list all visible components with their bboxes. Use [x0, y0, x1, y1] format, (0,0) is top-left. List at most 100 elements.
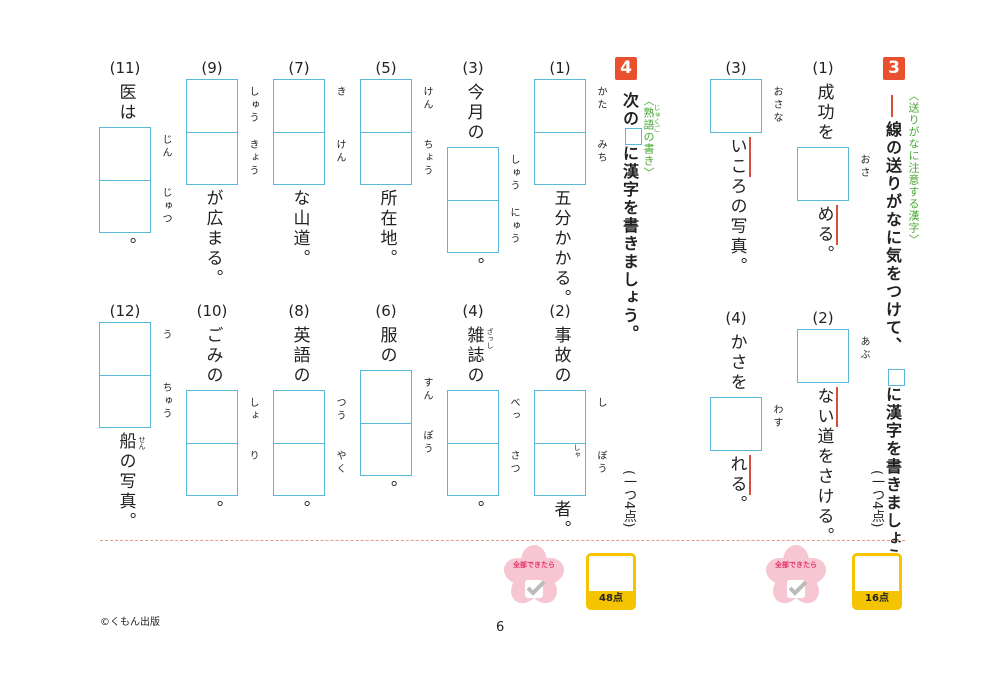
prompt-after-text: ない道をさける。: [813, 387, 834, 547]
reading-ruby: すん: [421, 377, 432, 403]
red-underline-sample: [891, 95, 893, 117]
answer-box[interactable]: しぼう: [534, 390, 606, 496]
answer-cell[interactable]: さつ: [448, 443, 519, 495]
prompt-after: 。: [464, 257, 484, 277]
problem-item: (11)医はじんじゅつ。: [99, 57, 171, 261]
answer-cell[interactable]: かた: [535, 80, 606, 132]
problem-number: (8): [288, 302, 310, 320]
answer-box[interactable]: きけん: [273, 79, 345, 185]
prompt-after-text: 。: [463, 500, 484, 520]
section-3-instruction: 線の送りがなに気をつけて、に漢字を書きましょう。: [880, 95, 905, 584]
answer-cell[interactable]: じゅつ: [100, 180, 171, 232]
answer-cell[interactable]: う: [100, 323, 171, 375]
prompt-before: 雑誌の: [463, 326, 484, 386]
answer-cell[interactable]: し: [535, 391, 606, 443]
reading-ruby: しゅう: [508, 154, 519, 193]
prompt-after-text: 。: [115, 237, 136, 257]
prompt-after-text: な山道。: [289, 189, 310, 269]
answer-box[interactable]: しょり: [186, 390, 258, 496]
okurigana-underline: [748, 455, 751, 495]
problem-item: (1)かたみち五分かかる。: [534, 57, 606, 313]
reading-ruby: しゅう: [247, 86, 258, 125]
answer-cell[interactable]: ちゅう: [100, 375, 171, 427]
answer-cell[interactable]: やく: [274, 443, 345, 495]
answer-cell[interactable]: にゅう: [448, 200, 519, 252]
reading-ruby: にゅう: [508, 207, 519, 246]
answer-cell[interactable]: ちょう: [361, 132, 432, 184]
answer-cell[interactable]: しゅう: [448, 148, 519, 200]
answer-cell[interactable]: しょ: [187, 391, 258, 443]
reading-ruby: かた: [595, 86, 606, 112]
prompt-after-text: 五分かかる。: [550, 189, 571, 309]
answer-box[interactable]: つうやく: [273, 390, 345, 496]
reading-ruby: きょう: [247, 139, 258, 178]
answer-cell[interactable]: つう: [274, 391, 345, 443]
prompt-before: 今月の: [463, 83, 484, 143]
answer-cell[interactable]: けん: [274, 132, 345, 184]
sakura-check-icon: 全部できたら: [503, 545, 565, 607]
answer-box[interactable]: すんぽう: [360, 370, 432, 476]
answer-cell[interactable]: しゅう: [187, 80, 258, 132]
answer-cell[interactable]: ぼう: [535, 443, 606, 495]
answer-cell[interactable]: けん: [361, 80, 432, 132]
score-box[interactable]: 48点: [586, 553, 636, 610]
reading-ruby: ちゅう: [160, 382, 171, 421]
answer-box[interactable]: しゅうにゅう: [447, 147, 519, 253]
answer-box[interactable]: べっさつ: [447, 390, 519, 496]
problem-number: (3): [725, 59, 747, 77]
answer-cell[interactable]: じん: [100, 128, 171, 180]
problem-number: (12): [109, 302, 141, 320]
problem-number: (2): [812, 309, 834, 327]
answer-cell[interactable]: みち: [535, 132, 606, 184]
answer-cell[interactable]: あぶ: [798, 330, 869, 382]
answer-box[interactable]: おさ: [797, 147, 869, 201]
prompt-after: める。: [814, 205, 838, 265]
answer-box[interactable]: おさな: [710, 79, 782, 133]
prompt-before: 英語の: [289, 326, 310, 386]
problem-number: (9): [201, 59, 223, 77]
section-3-badge: 3: [883, 57, 905, 80]
section-3-points: (一つ4点): [869, 470, 884, 528]
answer-box-sample: [625, 128, 642, 145]
prompt-before: 事故の: [550, 326, 571, 386]
answer-box[interactable]: しゅうきょう: [186, 79, 258, 185]
problem-number: (11): [109, 59, 141, 77]
answer-cell[interactable]: きょう: [187, 132, 258, 184]
problem-number: (10): [196, 302, 228, 320]
problem-number: (4): [462, 302, 484, 320]
answer-cell[interactable]: わす: [711, 398, 782, 450]
answer-cell[interactable]: き: [274, 80, 345, 132]
reading-ruby: き: [334, 86, 345, 99]
answer-cell[interactable]: おさな: [711, 80, 782, 132]
problem-item: (3)今月のしゅうにゅう。: [447, 57, 519, 281]
answer-box[interactable]: うちゅう: [99, 322, 171, 428]
answer-cell[interactable]: すん: [361, 371, 432, 423]
answer-box[interactable]: じんじゅつ: [99, 127, 171, 233]
answer-cell[interactable]: おさ: [798, 148, 869, 200]
reading-ruby: じん: [160, 134, 171, 160]
reading-ruby: わす: [771, 404, 782, 430]
prompt-after: ない道をさける。: [813, 387, 838, 547]
answer-box[interactable]: わす: [710, 397, 782, 451]
problem-item: (4)雑誌のべっさつ。ざっし: [447, 300, 519, 524]
reading-ruby: う: [160, 329, 171, 342]
answer-cell[interactable]: べっ: [448, 391, 519, 443]
problem-item: (8)英語のつうやく。: [273, 300, 345, 524]
reading-ruby: さつ: [508, 450, 519, 476]
problem-number: (7): [288, 59, 310, 77]
score-total: 48点: [589, 591, 633, 607]
answer-box[interactable]: かたみち: [534, 79, 606, 185]
answer-box[interactable]: あぶ: [797, 329, 869, 383]
score-box[interactable]: 16点: [852, 553, 902, 610]
prompt-after: いころの写真。: [727, 137, 751, 277]
prompt-after: 。: [115, 237, 136, 257]
section-4-subtitle-ruby: じゅくご: [653, 104, 661, 132]
answer-cell[interactable]: り: [187, 443, 258, 495]
section-3-subtitle: 〈送りがなに注意する漢字〉: [907, 90, 920, 246]
answer-cell[interactable]: ぽう: [361, 423, 432, 475]
prompt-after: 船の写真。: [116, 432, 136, 532]
prompt-after-text: 者。: [550, 500, 571, 540]
problem-item: (4)かさをわすれる。: [710, 307, 782, 519]
answer-box[interactable]: けんちょう: [360, 79, 432, 185]
reading-ruby: おさ: [858, 154, 869, 180]
